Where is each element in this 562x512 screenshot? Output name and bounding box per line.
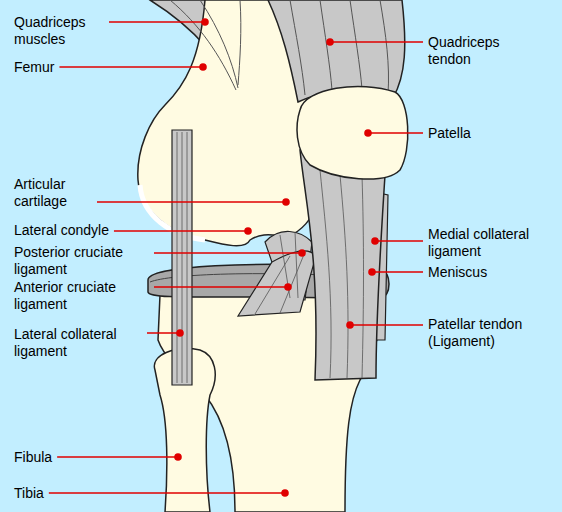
leader-dot <box>244 227 252 235</box>
leader-dot <box>368 268 376 276</box>
leader-dot <box>201 18 209 26</box>
leader-line <box>375 240 423 242</box>
part-label: Posterior cruciate ligament <box>14 244 149 278</box>
patellar-tendon <box>300 150 386 380</box>
tendon-fibres <box>320 170 364 378</box>
leader-line <box>154 252 302 254</box>
part-label: Lateral collateral ligament <box>14 326 142 360</box>
leader-dot <box>284 283 292 291</box>
leader-dot <box>174 453 182 461</box>
part-label: Fibula <box>14 449 52 466</box>
leader-line <box>350 324 423 326</box>
leader-dot <box>371 237 379 245</box>
leader-line <box>57 456 178 458</box>
leader-dot <box>326 38 334 46</box>
leader-line <box>147 332 180 334</box>
leader-dot <box>281 489 289 497</box>
muscle-striations <box>170 0 389 95</box>
leader-line <box>49 492 285 494</box>
leader-line <box>114 230 248 232</box>
leader-line <box>330 41 423 43</box>
part-label: Anterior cruciate ligament <box>14 279 149 313</box>
lateral-collateral <box>172 130 192 385</box>
lcl-fibres <box>177 132 187 383</box>
part-label: Articular cartilage <box>14 176 92 210</box>
leader-dot <box>199 63 207 71</box>
part-label: Quadriceps muscles <box>14 14 104 48</box>
leader-line <box>154 286 288 288</box>
quadriceps-tendon <box>268 0 405 102</box>
part-label: Patella <box>428 125 471 142</box>
part-label: Femur <box>14 59 54 76</box>
leader-line <box>59 66 203 68</box>
leader-line <box>97 201 286 203</box>
part-label: Medial collateral ligament <box>428 226 548 260</box>
part-label: Lateral condyle <box>14 222 109 239</box>
part-label: Meniscus <box>428 264 487 281</box>
part-label: Quadriceps tendon <box>428 34 528 68</box>
leader-dot <box>176 329 184 337</box>
leader-dot <box>346 321 354 329</box>
leader-line <box>109 21 205 23</box>
leader-dot <box>298 249 306 257</box>
leader-line <box>372 271 423 273</box>
cruciate-fibres <box>255 232 305 314</box>
part-label: Patellar tendon (Ligament) <box>428 316 546 350</box>
anterior-cruciate <box>238 251 316 316</box>
leader-dot <box>364 129 372 137</box>
leader-dot <box>282 198 290 206</box>
part-label: Tibia <box>14 485 44 502</box>
leader-line <box>368 132 423 134</box>
